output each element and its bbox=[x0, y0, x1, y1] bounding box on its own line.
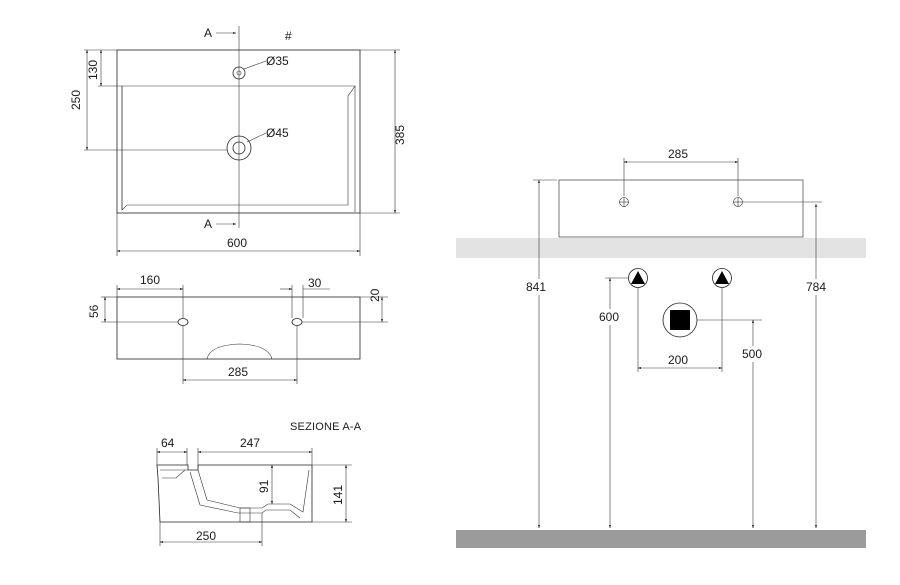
dim-141: 141 bbox=[331, 485, 345, 505]
dim-385: 385 bbox=[393, 125, 407, 145]
dim-784: 784 bbox=[806, 280, 826, 294]
installation-view: 285 841 784 600 bbox=[456, 147, 866, 548]
section-marker-bottom: A bbox=[204, 217, 212, 231]
basin-inner bbox=[121, 85, 356, 211]
section-marker-top: A bbox=[204, 26, 212, 40]
plan-view: Ø35 Ø45 A # A 600 385 250 130 bbox=[69, 26, 407, 256]
section-outer-profile bbox=[156, 464, 313, 523]
drain-hole bbox=[226, 135, 252, 161]
hash-mark: # bbox=[285, 29, 292, 43]
dim-56: 56 bbox=[87, 304, 101, 318]
dim-841: 841 bbox=[526, 280, 546, 294]
dim-247: 247 bbox=[240, 436, 260, 450]
drain-outlet-icon bbox=[662, 302, 698, 338]
section-view: SEZIONE A-A 64 247 91 141 250 bbox=[156, 421, 362, 546]
dim-500: 500 bbox=[742, 347, 762, 361]
hot-water-supply-icon bbox=[712, 268, 732, 288]
dim-285-front: 285 bbox=[228, 365, 248, 379]
dim-64: 64 bbox=[161, 436, 175, 450]
dim-200: 200 bbox=[668, 353, 688, 367]
right-tap-hole bbox=[733, 197, 743, 207]
front-outline bbox=[116, 296, 361, 360]
drain-hole-label: Ø45 bbox=[266, 126, 289, 140]
counter-band bbox=[456, 238, 866, 258]
floor-notches bbox=[466, 528, 753, 530]
dim-130: 130 bbox=[86, 60, 100, 80]
dim-285-install: 285 bbox=[668, 147, 688, 161]
right-hole bbox=[291, 318, 303, 326]
front-view: 160 30 20 56 285 bbox=[87, 273, 388, 384]
cold-water-supply-icon bbox=[628, 268, 648, 288]
floor bbox=[456, 530, 866, 548]
dim-91: 91 bbox=[257, 479, 271, 493]
dim-250-plan: 250 bbox=[69, 90, 83, 110]
dim-600-install: 600 bbox=[599, 310, 619, 324]
basin-elevation bbox=[558, 179, 804, 238]
left-tap-hole bbox=[619, 197, 629, 207]
dim-600: 600 bbox=[227, 236, 247, 250]
tap-hole bbox=[232, 66, 246, 80]
dim-160: 160 bbox=[140, 273, 160, 287]
tap-hole-label: Ø35 bbox=[266, 54, 289, 68]
basin-outline bbox=[116, 49, 361, 214]
dim-250-section: 250 bbox=[196, 529, 216, 543]
section-title: SEZIONE A-A bbox=[290, 421, 362, 433]
dim-30: 30 bbox=[308, 276, 322, 290]
left-hole bbox=[177, 318, 189, 326]
dim-20: 20 bbox=[368, 288, 382, 302]
